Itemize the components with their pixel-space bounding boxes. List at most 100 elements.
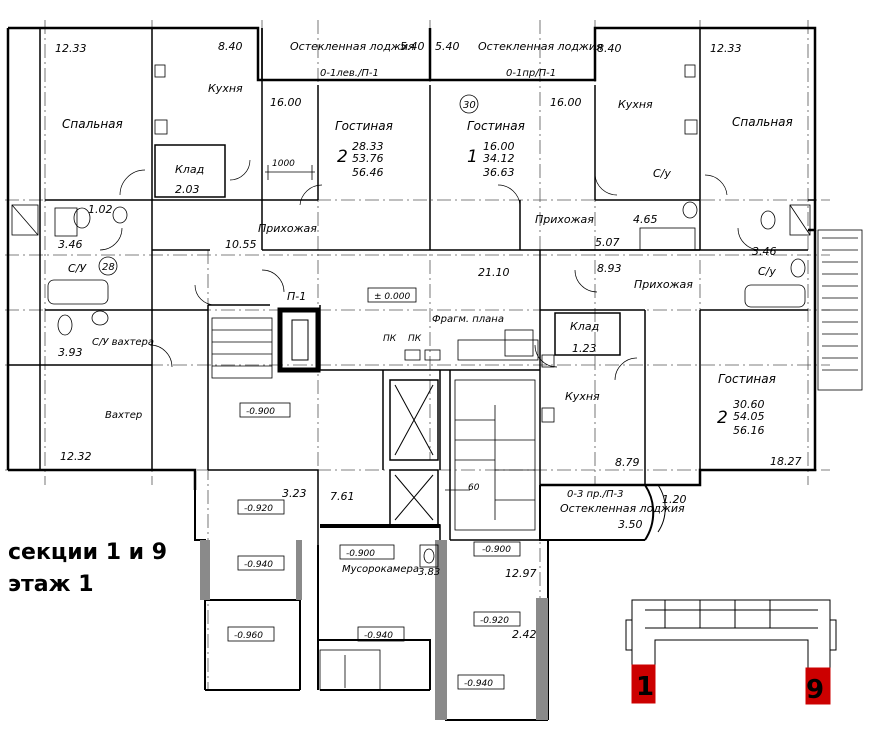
apt-total-area: 54.05 [733,410,765,423]
area-label: 16.00 [550,96,582,109]
storage-label: Клад [175,163,204,176]
area-label: 4.65 [633,213,658,226]
level-mark: -0.940 [364,631,393,641]
hall-label: Прихожая [258,222,317,235]
area-label: 12.97 [505,567,537,580]
loggia-label: Остекленная лоджия [560,502,685,515]
loggia-label: Остекленная лоджия [478,40,603,53]
garbage-label: Мусорокамера [342,564,419,575]
bedroom-label: Спальная [62,117,123,131]
area-label: 8.40 [597,42,622,55]
kitchen-label: Кухня [565,390,600,403]
apt-total-area: 34.12 [483,152,515,165]
key-plan-section-9: 9 [806,675,824,705]
pk-label: ПК [408,334,422,344]
area-label: 3.83 [418,567,440,578]
guard-label: Вахтер [105,410,142,421]
living-label: Гостиная [467,119,525,133]
area-label: 21.10 [478,266,510,279]
elevator-shafts [389,379,439,526]
apt-full-area: 56.46 [352,166,384,179]
area-label: 8.40 [218,40,243,53]
bathroom-fixtures [11,64,811,568]
area-label: 5.40 [400,40,425,53]
hall-label: Прихожая [634,278,693,291]
storage-label: Клад [570,320,599,333]
area-label: 3.50 [618,518,643,531]
area-label: 7.61 [330,490,355,503]
area-label: 3.93 [58,346,83,359]
apartment-number: 30 [463,100,476,111]
dimension-label: 1000 [272,159,295,169]
area-label: 3.46 [58,238,83,251]
window-mark: 0-3 пр./П-3 [567,489,623,500]
area-label: 18.27 [770,455,802,468]
living-label: Гостиная [335,119,393,133]
level-mark: -0.940 [244,560,273,570]
fragment-label: Фрагм. плана [432,314,504,325]
pk-label: ПК [383,334,397,344]
level-mark: -0.900 [246,407,275,417]
entrance-ramp [817,229,863,391]
apt-total-area: 53.76 [352,152,384,165]
level-mark: -0.960 [234,631,263,641]
apt-full-area: 36.63 [483,166,515,179]
area-label: 3.23 [282,487,307,500]
area-label: 2.03 [175,183,200,196]
window-mark: 0-1пр/П-1 [506,68,556,79]
apartment-number: 28 [102,262,115,273]
level-mark: -0.920 [244,504,273,514]
area-label: 8.79 [615,456,640,469]
level-mark: -0.900 [346,549,375,559]
level-mark: -0.900 [482,545,511,555]
area-label: 12.33 [55,42,87,55]
living-label: Гостиная [718,372,776,386]
apt-full-area: 56.16 [733,424,765,437]
area-label: 5.07 [595,236,620,249]
door-swings [99,159,761,381]
area-label: 12.33 [710,42,742,55]
area-label: 2.42 [512,628,537,641]
kitchen-label: Кухня [618,98,653,111]
bedroom-label: Спальная [732,115,793,129]
area-label: 8.93 [597,262,622,275]
apt-living-area: 30.60 [733,398,765,411]
axis-lines [5,20,830,690]
bath-label: С/у [653,167,671,180]
walls [6,26,817,721]
structural-blocks [200,307,548,720]
apt-count: 2 [717,408,728,428]
area-label: 12.32 [60,450,92,463]
bath-guard-label: С/У вахтера [92,337,154,348]
hall-label: Прихожая [535,213,594,226]
bath-label: С/У [68,262,87,275]
kitchen-label: Кухня [208,82,243,95]
level-boxes [98,94,521,690]
level-mark: -0.940 [464,679,493,689]
key-plan [625,599,837,705]
dimension-label: 60 [468,483,480,493]
area-label: 5.40 [435,40,460,53]
dimension-lines [265,165,470,491]
apt-living-area: 16.00 [483,140,515,153]
apt-living-area: 28.33 [352,140,384,153]
area-label: 16.00 [270,96,302,109]
key-plan-section-1: 1 [636,672,654,702]
sections-caption: секции 1 и 9 [8,540,168,565]
area-label: 1.20 [662,493,687,506]
area-label: 1.23 [572,342,597,355]
floor-caption: этаж 1 [8,572,94,597]
mark-label: П-1 [287,290,306,303]
bath-label: С/у [758,265,776,278]
area-label: 10.55 [225,238,257,251]
loggia-label: Остекленная лоджия [290,40,415,53]
level-zero: ± 0.000 [374,292,410,302]
level-mark: -0.920 [480,616,509,626]
apt-count: 2 [337,147,348,167]
area-label: 1.02 [88,203,113,216]
window-mark: 0-1лев./П-1 [320,68,379,79]
area-label: 3.46 [752,245,777,258]
apt-count: 1 [467,147,478,167]
stairs [211,317,536,691]
